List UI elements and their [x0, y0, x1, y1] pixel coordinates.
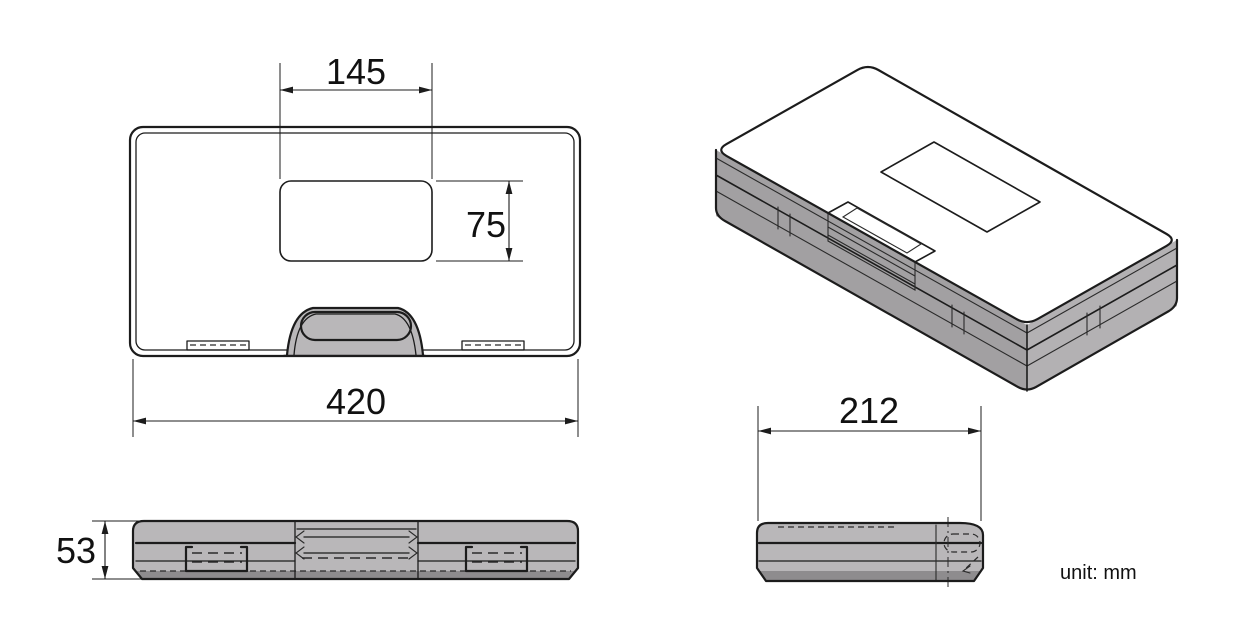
handle-bump-outline	[285, 306, 425, 357]
top-view	[128, 125, 582, 358]
side-view-outline	[755, 521, 985, 583]
front-view-parting-lines	[134, 541, 577, 572]
dim-text-label-width: 145	[326, 51, 386, 92]
iso-label-recess	[880, 141, 1041, 233]
leader-arrow	[961, 565, 971, 574]
latch-left	[186, 340, 250, 351]
dim-text-case-depth: 212	[839, 390, 899, 431]
front-view-bottom-shadow	[136, 571, 575, 579]
front-view-outline	[131, 519, 580, 581]
dim-label-height: 75	[436, 180, 523, 262]
handle-chamfer-mark	[295, 546, 305, 560]
latch-bracket	[464, 545, 529, 573]
dim-case-length: 420	[132, 359, 579, 437]
latch-bracket	[184, 545, 249, 573]
iso-handle-pocket-hole	[841, 207, 923, 254]
dim-text-label-height: 75	[466, 204, 506, 245]
dim-label-width: 145	[279, 51, 433, 179]
iso-parting-lines	[715, 157, 1178, 367]
front-view-handle-area	[294, 520, 419, 580]
hidden-handle-hole	[943, 533, 981, 553]
latch-right-outline	[461, 340, 525, 351]
parting-line	[715, 174, 1028, 351]
parting-line	[715, 190, 1028, 367]
iso-left-face	[716, 150, 1027, 391]
handle-chamfer-mark	[295, 530, 305, 544]
iso-handle-grip-line	[827, 226, 916, 277]
dim-case-depth: 212	[757, 390, 982, 521]
side-view-bottom-shadow	[760, 571, 980, 581]
dim-text-case-length: 420	[326, 381, 386, 422]
handle-chamfer-mark	[408, 546, 418, 560]
handle-bump-inner-line	[293, 313, 417, 356]
front-view-latch-left	[184, 545, 249, 573]
iso-handle-pocket-rim	[827, 201, 936, 263]
dim-case-height: 53	[56, 520, 141, 580]
latch-right	[461, 340, 525, 351]
side-view	[755, 517, 985, 587]
front-view	[131, 519, 580, 581]
hidden-leader	[963, 556, 979, 571]
parting-line	[1026, 280, 1178, 367]
dim-text-case-height: 53	[56, 530, 96, 571]
lip-line	[715, 157, 1028, 334]
front-view-latch-right	[464, 545, 529, 573]
isometric-view	[714, 65, 1179, 392]
iso-silhouette	[714, 148, 1179, 391]
handle-hole	[299, 310, 413, 342]
iso-right-face	[1027, 240, 1177, 391]
side-view-body	[757, 523, 983, 581]
handle-chamfer-mark	[408, 530, 418, 544]
label-recess	[279, 180, 433, 262]
iso-latch-details	[777, 206, 1101, 336]
iso-top-face	[720, 65, 1173, 324]
parting-line	[1026, 264, 1178, 351]
side-view-lines	[757, 517, 983, 587]
unit-note: unit: mm	[1060, 562, 1137, 584]
handle-bump-fill	[287, 308, 423, 355]
latch-left-outline	[186, 340, 250, 351]
lip-line	[1026, 247, 1178, 334]
iso-handle-grip-line	[827, 234, 916, 285]
